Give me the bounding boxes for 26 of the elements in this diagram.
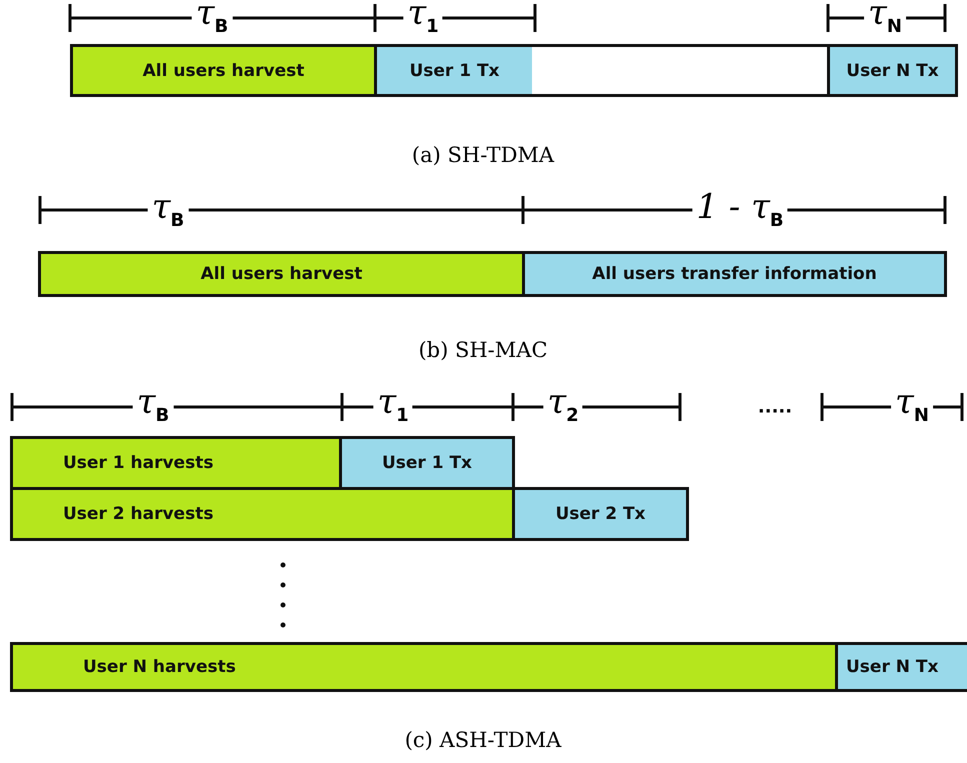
bar-label: All users harvest [200,264,362,284]
transmit-bar [522,251,947,297]
bar-label: User 1 Tx [409,60,500,80]
transmit-bar [835,642,967,692]
bar-label: User 1 harvests [63,453,214,473]
figure-caption: (a) SH-TDMA [410,143,556,167]
harvest-bar [38,251,525,297]
transmit-bar [512,487,689,541]
bar-label: User 2 Tx [555,504,646,524]
figure-caption: (c) ASH-TDMA [404,728,562,752]
harvest-bar [10,642,838,692]
harvest-bar [10,436,342,490]
bar-label: All users transfer information [592,264,877,284]
transmit-bar [374,44,535,97]
gap-box [532,44,830,97]
bar-label: User 2 harvests [63,504,214,524]
bar-label: All users harvest [142,60,304,80]
transmit-bar [827,44,958,97]
transmit-bar [339,436,515,490]
harvest-bar [70,44,377,97]
bar-label: User N harvests [83,657,236,677]
harvest-bar [10,487,515,541]
figure-caption: (b) SH-MAC [417,338,549,362]
bar-label: User 1 Tx [382,453,472,473]
bar-label: User N Tx [846,60,939,80]
bar-label: User N Tx [846,657,938,677]
